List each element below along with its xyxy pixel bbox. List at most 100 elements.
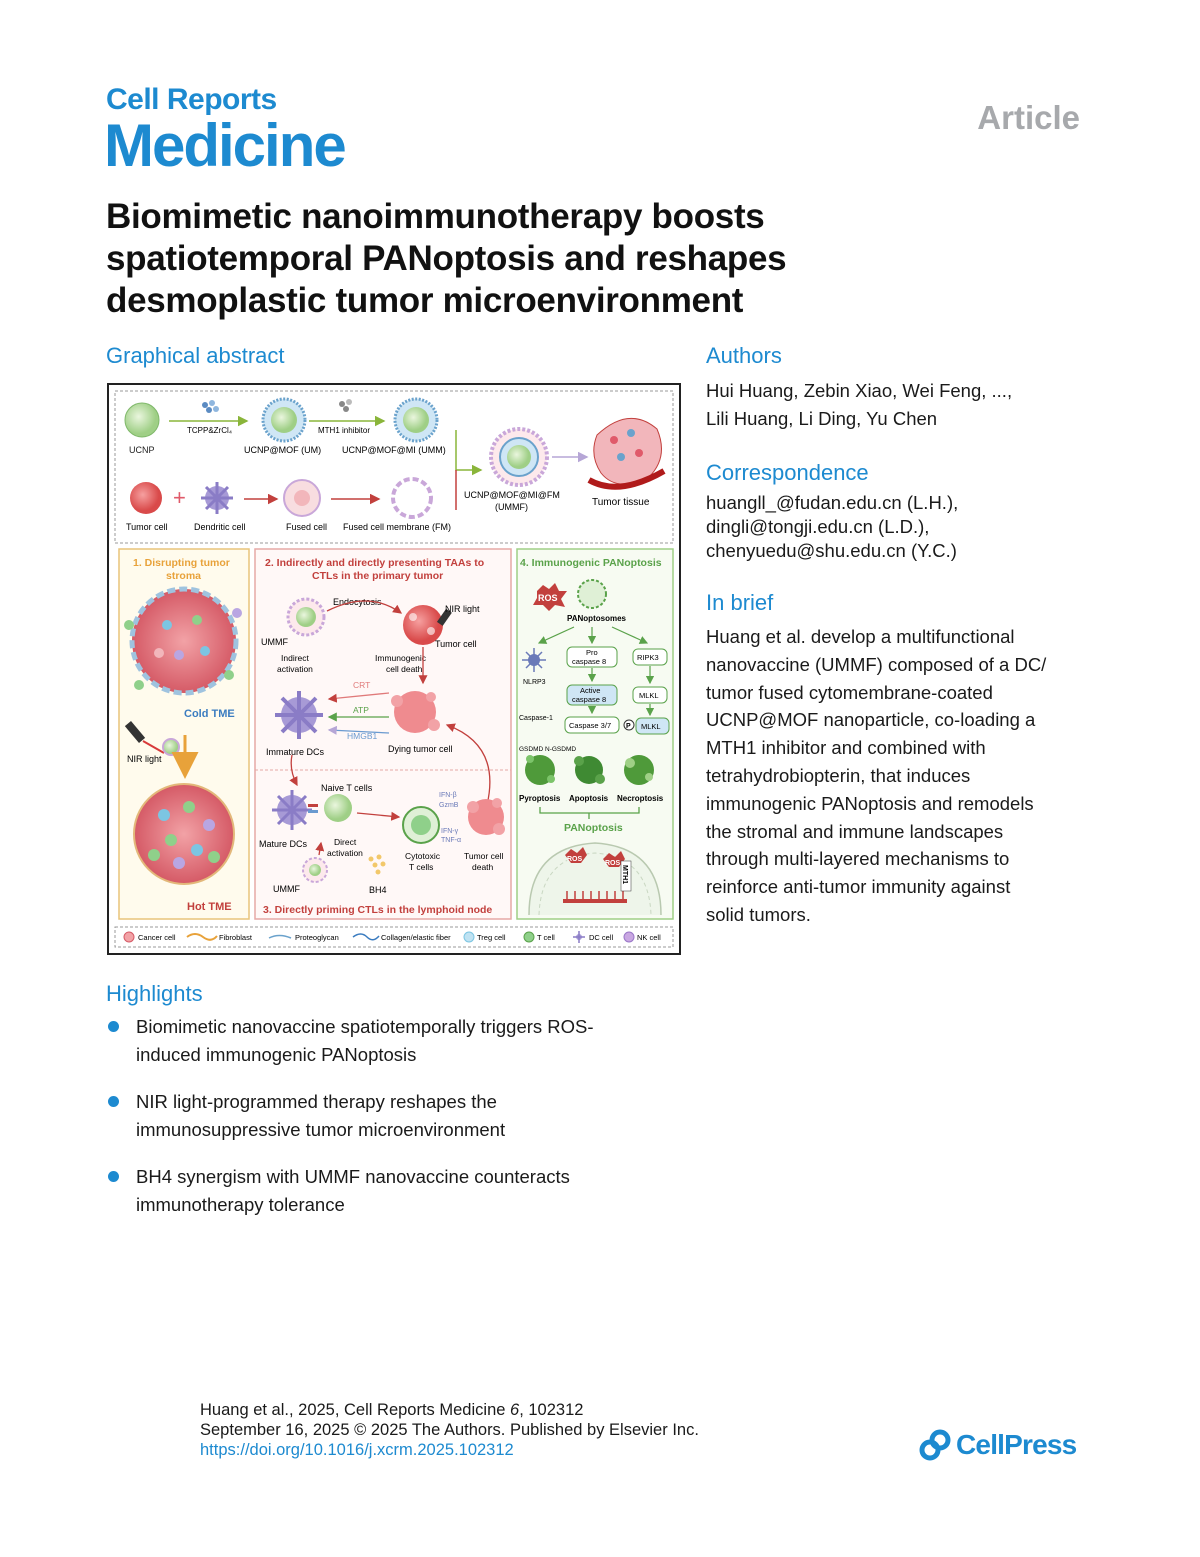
pro-caspase8-line1: Pro — [586, 648, 598, 657]
ucnp-label: UCNP — [129, 445, 155, 455]
panel4-ros-label: ROS — [538, 593, 558, 603]
graphical-abstract-heading: Graphical abstract — [106, 343, 285, 368]
death-label-line1: Tumor cell — [464, 851, 503, 861]
icd-label-line1: Immunogenic — [375, 653, 427, 663]
in-brief-line: MTH1 inhibitor and combined with — [706, 737, 986, 759]
panel2-nir-label: NIR light — [445, 604, 480, 614]
immature-dc-label: Immature DCs — [266, 747, 325, 757]
plus-icon: + — [173, 485, 186, 510]
legend-proteoglycan: Proteoglycan — [295, 933, 339, 942]
cellpress-mark-icon — [919, 1429, 951, 1461]
fused-membrane-icon — [391, 477, 433, 519]
journal-name-top: Cell Reports — [106, 83, 277, 116]
authors-heading: Authors — [706, 343, 782, 368]
legend-cancer-cell-icon — [123, 931, 135, 943]
ripk3-label: RIPK3 — [637, 653, 659, 662]
naive-t-cell-icon — [324, 794, 352, 822]
correspondence-email-3[interactable]: chenyuedu@shu.edu.cn (Y.C.) — [706, 540, 957, 561]
in-brief-line: tetrahydrobiopterin, that induces — [706, 764, 971, 786]
panoptosome-icon — [577, 579, 607, 609]
mitochondria-cell-icon — [528, 842, 662, 916]
hot-tme-label: Hot TME — [187, 901, 232, 913]
highlight-item: NIR light-programmed therapy reshapes th… — [106, 1088, 686, 1143]
panel3-ummf-label: UMMF — [273, 884, 300, 894]
legend-dc-icon — [573, 931, 585, 943]
correspondence-email-2[interactable]: dingli@tongji.edu.cn (L.D.), — [706, 516, 930, 537]
in-brief-line: nanovaccine (UMMF) composed of a DC/ — [706, 653, 1047, 675]
legend-collagen: Collagen/elastic fiber — [381, 933, 451, 942]
reagent2-label: MTH1 inhibitor — [318, 426, 370, 435]
panel2-tumor-cell-label: Tumor cell — [435, 639, 477, 649]
citation-prefix: Huang et al., 2025, Cell Reports Medicin… — [200, 1401, 511, 1419]
gzmb-label: GzmB — [439, 802, 459, 809]
dendritic-cell-label: Dendritic cell — [194, 522, 246, 532]
in-brief-heading: In brief — [706, 590, 774, 615]
active-caspase8-line1: Active — [580, 686, 600, 695]
doi-link[interactable]: https://doi.org/10.1016/j.xcrm.2025.1023… — [200, 1441, 514, 1459]
direct-label-line2: activation — [327, 848, 363, 858]
direct-label-line1: Direct — [334, 837, 357, 847]
umm-label: UCNP@MOF@MI (UMM) — [342, 445, 446, 455]
citation-volume: 6 — [510, 1401, 520, 1419]
highlights-heading: Highlights — [106, 981, 203, 1006]
tumor-tissue-label: Tumor tissue — [592, 497, 650, 508]
dying-tumor-cell-label: Dying tumor cell — [388, 744, 453, 754]
correspondence-email-1[interactable]: huangll_@fudan.edu.cn (L.H.), — [706, 492, 959, 513]
apoptosis-label: Apoptosis — [569, 794, 609, 803]
ummf-label-line1: UCNP@MOF@MI@FM — [464, 490, 560, 500]
icd-label-line2: cell death — [386, 664, 423, 674]
panel1-title-line2: stroma — [166, 570, 201, 582]
caspase37-box — [564, 716, 620, 734]
um-label: UCNP@MOF (UM) — [244, 445, 321, 455]
active-caspase8-line2: caspase 8 — [572, 695, 606, 704]
tnfa-label: TNF-α — [441, 837, 461, 844]
legend-treg-icon — [463, 931, 475, 943]
journal-name-main: Medicine — [104, 112, 347, 179]
legend-treg: Treg cell — [477, 933, 506, 942]
phospho-label: P — [626, 723, 631, 730]
mature-dc-label: Mature DCs — [259, 839, 308, 849]
in-brief-line: the stromal and immune landscapes — [706, 820, 1004, 842]
legend-proteoglycan-icon — [268, 934, 292, 939]
reagent1-label: TCPP&ZrCl₄ — [187, 426, 232, 435]
pyroptosis-label: Pyroptosis — [519, 794, 561, 803]
pro-caspase8-box — [566, 646, 618, 668]
panel2-title-line2: CTLs in the primary tumor — [312, 570, 443, 582]
in-brief-line: through multi-layered mechanisms to — [706, 848, 1010, 870]
death-label-line2: death — [472, 862, 494, 872]
highlight-line: immunotherapy tolerance — [136, 1193, 345, 1215]
panel2-title-line1: 2. Indirectly and directly presenting TA… — [265, 557, 484, 569]
active-caspase8-box — [566, 684, 618, 706]
legend-nk-cell: NK cell — [637, 933, 661, 942]
panel1-nir-label: NIR light — [127, 754, 162, 764]
pyroptosis-cell-icon — [525, 755, 555, 785]
tumor-cell-icon — [130, 482, 162, 514]
legend-dc-cell: DC cell — [589, 933, 614, 942]
mth1-label: MTH1 — [621, 865, 628, 884]
nlrp3-icon — [522, 648, 546, 672]
highlight-line: Biomimetic nanovaccine spatiotemporally … — [136, 1016, 594, 1037]
correspondence-list: huangll_@fudan.edu.cn (L.H.), dingli@ton… — [706, 491, 1126, 563]
mlkl-label: MLKL — [639, 691, 659, 700]
bullet-icon — [108, 1171, 119, 1182]
highlight-line: NIR light-programmed therapy reshapes th… — [136, 1091, 497, 1112]
panel3-title: 3. Directly priming CTLs in the lymphoid… — [263, 904, 492, 916]
nlrp3-label: NLRP3 — [523, 679, 546, 686]
fused-membrane-label: Fused cell membrane (FM) — [343, 522, 451, 532]
indirect-label-line1: Indirect — [281, 653, 310, 663]
legend-cancer-cell: Cancer cell — [138, 933, 176, 942]
bullet-icon — [108, 1021, 119, 1032]
laser-icon — [124, 721, 180, 756]
legend-nk-icon — [623, 931, 635, 943]
authors-line1: Hui Huang, Zebin Xiao, Wei Feng, ..., — [706, 380, 1013, 401]
correspondence-heading: Correspondence — [706, 460, 869, 485]
citation-suffix: , 102312 — [519, 1401, 584, 1419]
tumor-tissue-icon — [587, 417, 666, 490]
panel4-title: 4. Immunogenic PANoptosis — [520, 557, 662, 569]
bh4-label: BH4 — [369, 885, 387, 895]
legend-fibroblast-icon — [186, 933, 218, 941]
highlights-list: Biomimetic nanovaccine spatiotemporally … — [106, 1013, 686, 1238]
citation-line: Huang et al., 2025, Cell Reports Medicin… — [200, 1400, 699, 1420]
necroptosis-cell-icon — [624, 755, 654, 785]
apoptosis-cell-icon — [574, 756, 605, 784]
